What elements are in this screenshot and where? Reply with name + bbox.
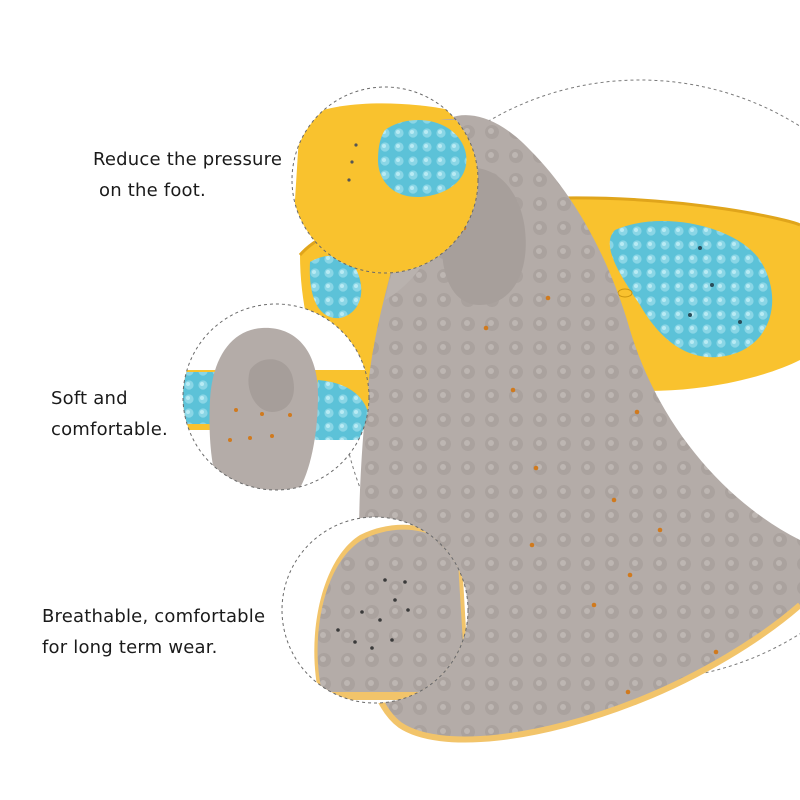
caption-line: for long term wear. (42, 637, 218, 658)
feature-caption-pressure: Reduce the pressure on the foot. (93, 144, 282, 206)
caption-line: Reduce the pressure (93, 149, 283, 170)
detail-circle-soft (182, 303, 370, 491)
caption-line: Soft and (51, 388, 128, 409)
detail-circle-breathable (281, 516, 469, 704)
feature-caption-breathable: Breathable, comfortable for long term we… (42, 601, 265, 663)
caption-line: comfortable. (51, 419, 168, 440)
caption-line: Breathable, comfortable (42, 606, 266, 627)
caption-line: on the foot. (99, 180, 206, 201)
feature-caption-soft: Soft and comfortable. (51, 383, 168, 445)
